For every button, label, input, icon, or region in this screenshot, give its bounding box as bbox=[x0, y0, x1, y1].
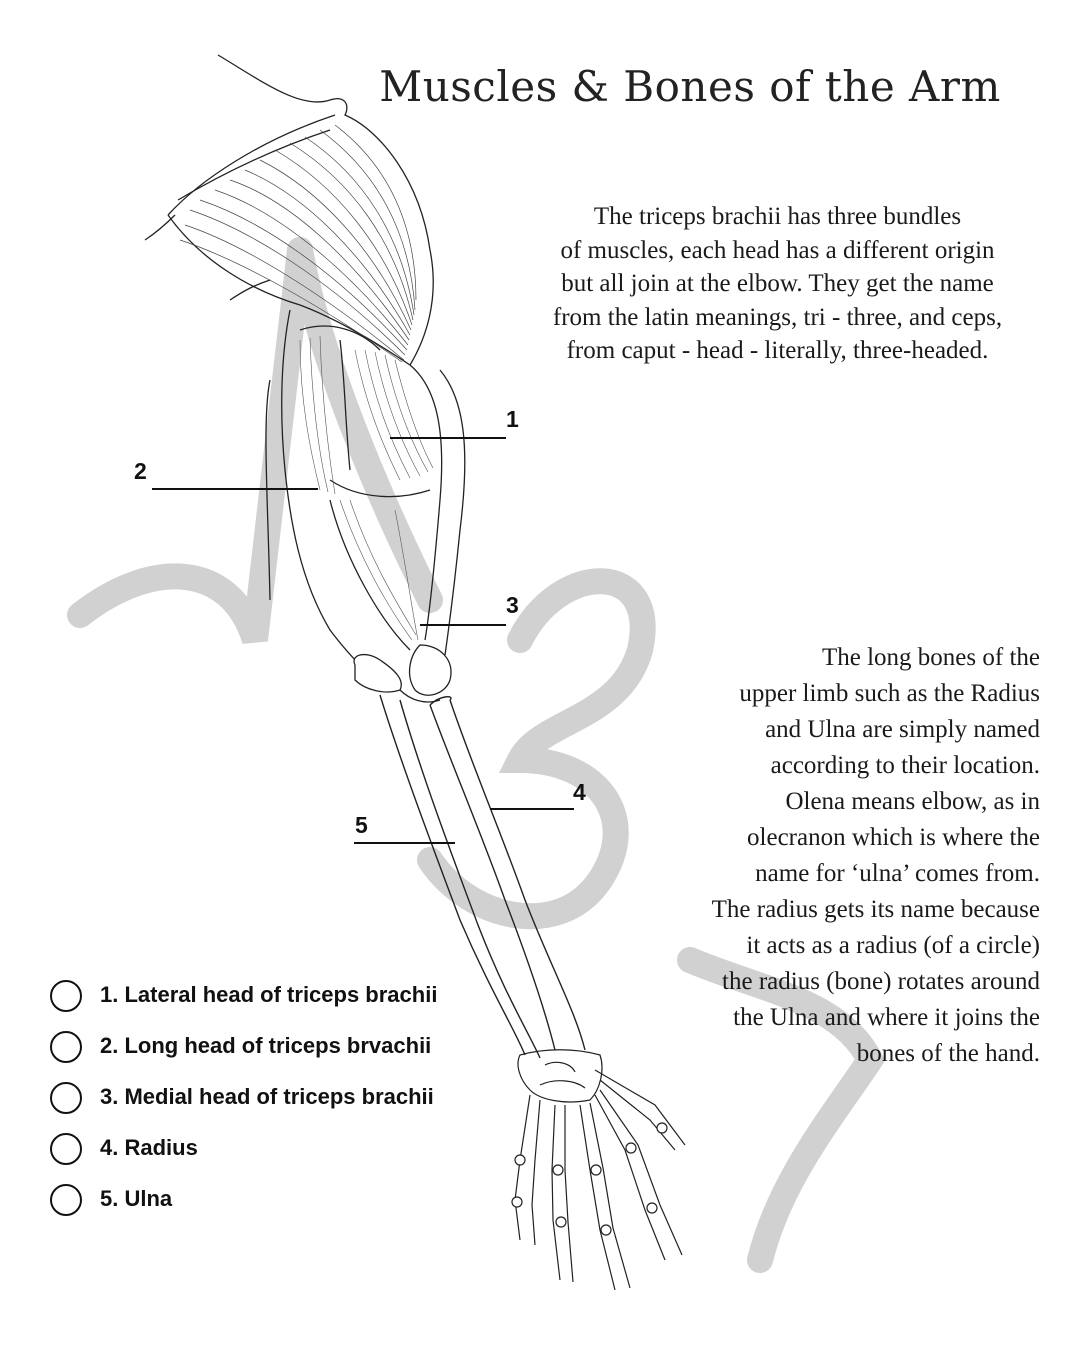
bones-description-line: bones of the hand. bbox=[856, 1040, 1040, 1067]
legend-item: 1. Lateral head of triceps brachii bbox=[48, 978, 488, 1018]
legend-item-label: 3. Medial head of triceps brachii bbox=[100, 1084, 434, 1109]
legend-item: 2. Long head of triceps brvachii bbox=[48, 1029, 488, 1069]
bones-description-line: Olena means elbow, as in bbox=[785, 788, 1040, 815]
deltoid-muscle bbox=[144, 54, 434, 366]
answer-checkbox[interactable] bbox=[50, 1031, 82, 1063]
elbow-joint bbox=[353, 644, 452, 703]
bones-description-line: olecranon which is where the bbox=[747, 824, 1040, 851]
legend-item-label: 4. Radius bbox=[100, 1135, 198, 1160]
diagram-label-2: 2 bbox=[134, 458, 147, 484]
bones-description-line: the Ulna and where it joins the bbox=[733, 1004, 1040, 1031]
watermark-logo bbox=[67, 237, 886, 1273]
triceps-description-line: from caput - head - literally, three-hea… bbox=[566, 337, 989, 365]
label-leader-lines bbox=[152, 437, 574, 844]
triceps-description-line: The triceps brachii has three bundles bbox=[593, 203, 962, 230]
diagram-label-1: 1 bbox=[506, 406, 519, 432]
answer-checkbox[interactable] bbox=[50, 980, 82, 1012]
legend-item: 5. Ulna bbox=[48, 1182, 488, 1222]
bones-description-line: The radius gets its name because bbox=[711, 896, 1040, 923]
diagram-label-3: 3 bbox=[506, 592, 519, 618]
bones-description-line: The long bones of the bbox=[821, 644, 1040, 671]
diagram-label-5: 5 bbox=[355, 812, 368, 838]
triceps-description-line: of muscles, each head has a different or… bbox=[560, 236, 995, 264]
legend-item-label: 5. Ulna bbox=[100, 1186, 173, 1211]
legend-item: 3. Medial head of triceps brachii bbox=[48, 1080, 488, 1120]
triceps-description: The triceps brachii has three bundles of… bbox=[505, 200, 1050, 368]
bones-description-line: upper limb such as the Radius bbox=[739, 680, 1040, 707]
diagram-label-4: 4 bbox=[573, 779, 586, 805]
bones-description-line: and Ulna are simply named bbox=[765, 716, 1040, 743]
bones-description-line: according to their location. bbox=[770, 752, 1040, 779]
hand-bones bbox=[511, 1049, 686, 1291]
bones-description-line: it acts as a radius (of a circle) bbox=[746, 932, 1040, 959]
triceps-description-line: but all join at the elbow. They get the … bbox=[561, 270, 994, 298]
triceps-muscle bbox=[265, 309, 466, 666]
answer-checkbox[interactable] bbox=[50, 1184, 82, 1216]
triceps-description-line: from the latin meanings, tri - three, an… bbox=[552, 303, 1003, 331]
legend-item-label: 1. Lateral head of triceps brachii bbox=[100, 982, 438, 1007]
legend-item: 4. Radius bbox=[48, 1131, 488, 1171]
bones-description-line: the radius (bone) rotates around bbox=[722, 968, 1040, 995]
answer-checkbox[interactable] bbox=[50, 1133, 82, 1165]
bones-description: The long bones of the upper limb such as… bbox=[610, 640, 1040, 1072]
forearm-bones bbox=[379, 694, 586, 1059]
legend-item-label: 2. Long head of triceps brvachii bbox=[100, 1033, 432, 1058]
bones-description-line: name for ‘ulna’ comes from. bbox=[755, 860, 1040, 887]
answer-checkbox[interactable] bbox=[50, 1082, 82, 1114]
page-title: Muscles & Bones of the Arm bbox=[379, 62, 1001, 112]
